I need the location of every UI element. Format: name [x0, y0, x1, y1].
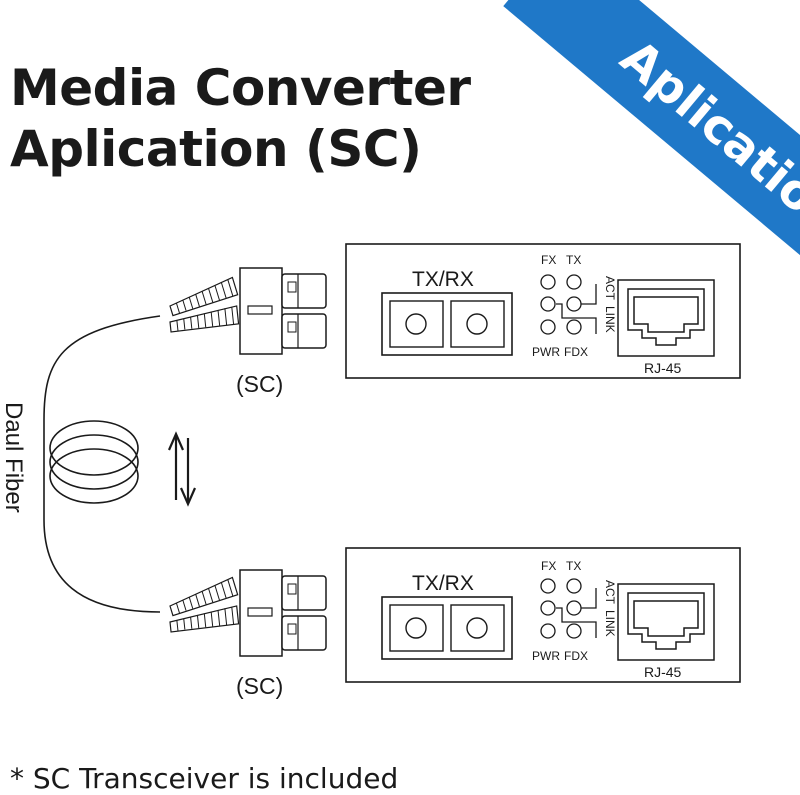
page-title: Media Converter Aplication (SC) — [10, 58, 471, 180]
title-line-2: Aplication (SC) — [10, 120, 422, 178]
media-converter-bottom: TX/RX FX TX PWR FDX ACT LINK RJ-45 — [345, 547, 741, 683]
led-label-fx: FX — [541, 559, 556, 573]
led-label-pwr: PWR — [532, 649, 560, 663]
bidirectional-arrows — [167, 431, 197, 507]
rj45-label-top: RJ-45 — [644, 360, 682, 376]
port-label-bottom: TX/RX — [412, 572, 474, 595]
led-label-fdx: FDX — [564, 649, 588, 663]
led-label-fdx: FDX — [564, 345, 588, 359]
cable-label: Daul Fiber — [0, 402, 27, 513]
rj45-port-bottom — [617, 583, 715, 661]
fiber-cable — [43, 315, 161, 613]
led-label-tx: TX — [566, 559, 581, 573]
media-converter-top: TX/RX FX TX PWR FDX ACT LINK RJ-45 — [345, 243, 741, 379]
led-label-pwr: PWR — [532, 345, 560, 359]
led-label-link: LINK — [603, 610, 617, 637]
led-label-link: LINK — [603, 306, 617, 333]
rj45-label-bottom: RJ-45 — [644, 664, 682, 680]
led-panel-top: FX TX PWR FDX ACT LINK — [532, 253, 617, 359]
sc-label-top: (SC) — [236, 371, 283, 397]
title-line-1: Media Converter — [10, 59, 471, 117]
sc-connector-top — [166, 267, 327, 355]
led-label-act: ACT — [603, 580, 617, 605]
port-label-top: TX/RX — [412, 268, 474, 291]
led-label-act: ACT — [603, 276, 617, 301]
led-label-fx: FX — [541, 253, 556, 267]
sc-port-bottom — [381, 596, 513, 660]
rj45-port-top — [617, 279, 715, 357]
sc-label-bottom: (SC) — [236, 673, 283, 699]
led-panel-bottom: FX TX PWR FDX ACT LINK — [532, 559, 617, 663]
footnote: * SC Transceiver is included — [10, 762, 399, 795]
sc-connector-bottom — [166, 569, 327, 657]
led-label-tx: TX — [566, 253, 581, 267]
sc-port-top — [381, 292, 513, 356]
